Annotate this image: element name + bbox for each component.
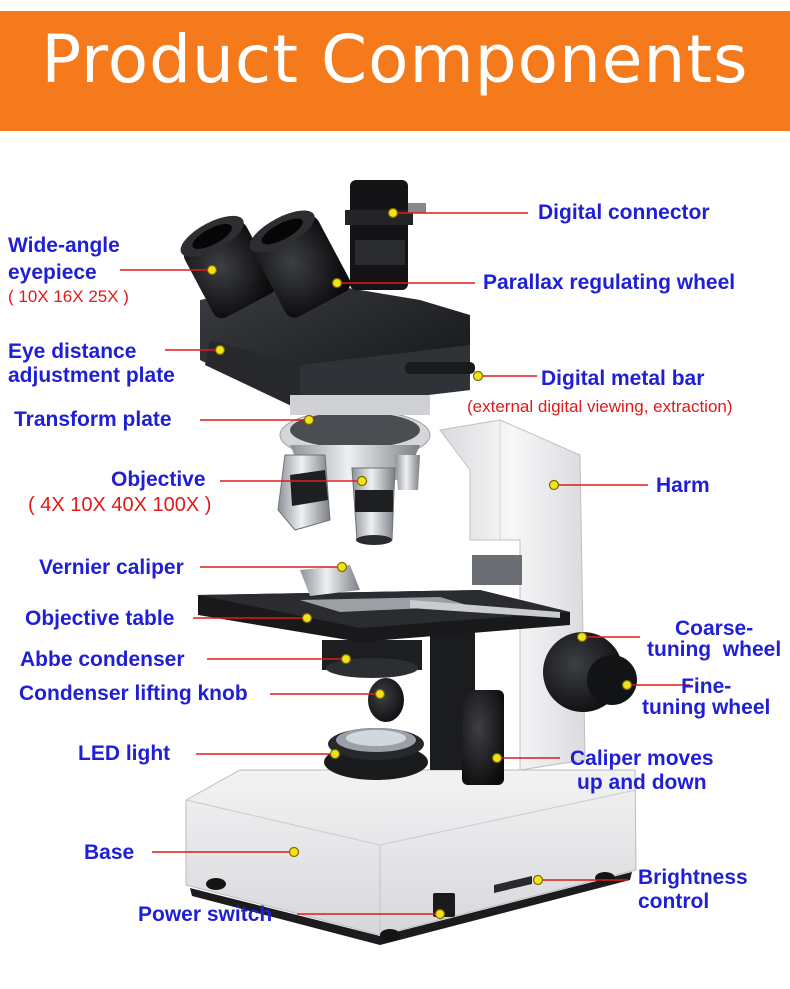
label-harm: Harm [656,474,710,497]
marker-dots [206,207,633,920]
label-abbe-condenser: Abbe condenser [20,648,185,671]
label-led-light: LED light [78,742,171,765]
label-condenser-lifting-knob: Condenser lifting knob [19,682,248,705]
label-transform-plate: Transform plate [14,408,172,431]
label-parallax-regulating-wheel: Parallax regulating wheel [483,271,736,294]
led-light-housing [324,728,428,780]
eyepiece-magnification-note: ( 10X 16X 25X ) [8,287,129,306]
trinocular-head [180,180,475,415]
label-objective-table: Objective table [25,607,175,630]
label-vernier-caliper: Vernier caliper [39,556,184,579]
leader-lines [120,212,690,915]
label-coarse-tuning-wheel: Coarse- tuning wheel [647,617,782,661]
label-wide-angle-eyepiece: Wide-angle eyepiece [8,234,120,285]
label-digital-metal-bar: Digital metal bar [541,367,705,390]
page-title: Product Components [41,21,749,98]
digital-metal-bar-note: (external digital viewing, extraction) [467,397,733,416]
stage [198,565,570,642]
label-eye-distance-plate: Eye distance adjustment plate [8,340,175,388]
brightness-dial [494,876,532,893]
label-caliper-moves: Caliper moves up and down [570,747,714,795]
header-banner: Product Components [0,11,790,131]
nosepiece-turret [277,409,431,545]
label-objective: Objective [111,468,206,491]
focus-column [368,610,637,785]
label-digital-connector: Digital connector [538,201,710,224]
label-brightness-control: Brightness control [638,866,748,914]
label-base: Base [84,841,135,864]
objective-magnification-note: ( 4X 10X 40X 100X ) [28,494,212,516]
label-power-switch: Power switch [138,903,273,926]
label-fine-tuning-wheel: Fine- tuning wheel [642,675,771,719]
base-block [185,769,637,945]
